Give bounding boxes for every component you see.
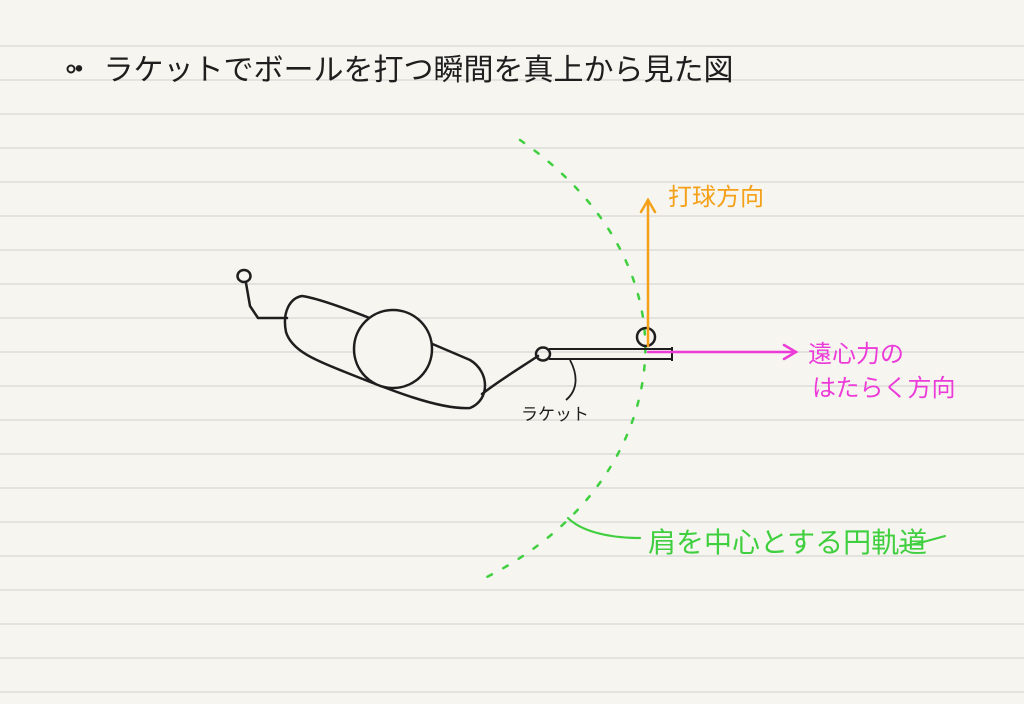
- head: [352, 308, 434, 390]
- shoulder-orbit-arc: [483, 138, 647, 580]
- bullet-point: [66, 64, 76, 74]
- orbit-label-flourish: [899, 535, 946, 547]
- orbit-label: 肩を中心とする円軌道: [648, 526, 927, 559]
- left-hand: [236, 268, 252, 284]
- player-top-view: [236, 268, 552, 410]
- centrifugal-arrow: [646, 343, 799, 361]
- ruled-lines: [0, 45, 1024, 693]
- left-arm: [244, 281, 289, 320]
- centrifugal-label-line1: 遠心力の: [808, 340, 904, 368]
- racket-label-leader: [565, 359, 577, 401]
- racket-label: ラケット: [521, 405, 589, 425]
- orbit-label-leader: [566, 516, 642, 540]
- right-arm: [480, 354, 540, 396]
- hit-direction-arrow: [639, 197, 657, 348]
- diagram-title: ・ ラケットでボールを打つ瞬間を真上から見た図: [64, 53, 734, 88]
- ball: [635, 326, 657, 348]
- racket: [549, 347, 673, 401]
- right-hand: [534, 346, 552, 362]
- racket-shaft: [549, 348, 673, 360]
- centrifugal-label-line2: はたらく方向: [812, 374, 956, 402]
- hit-direction-label: 打球方向: [668, 183, 764, 211]
